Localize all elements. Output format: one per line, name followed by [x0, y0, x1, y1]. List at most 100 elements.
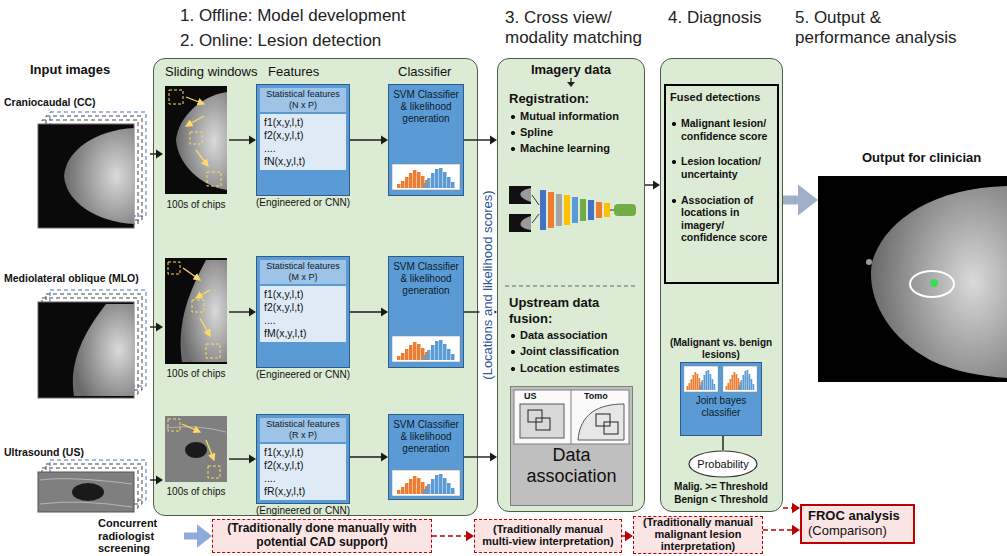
imagery-arrow: [567, 78, 575, 87]
sliding-window-mlo: [206, 344, 220, 358]
connector: [229, 135, 256, 144]
connector: [723, 436, 724, 450]
input-stack-us: [40, 502, 132, 507]
sliding-window-cc: [186, 116, 204, 126]
connector-line: [350, 456, 382, 457]
feature-function: f1(x,y,l,t): [264, 446, 342, 459]
stage-panel: 4. DiagnosisFused detectionsMalignant le…: [660, 58, 783, 512]
feature-header: Statistical features (N x P): [260, 88, 346, 112]
bullet-item: Joint classification: [509, 345, 634, 358]
box-heading: (Malignant vs. benign lesions): [665, 337, 777, 360]
bullet-item: Malignant lesion/ confidence score: [670, 117, 773, 142]
sliding-window-cc: [165, 86, 227, 194]
neural-network-sketch: [556, 194, 562, 226]
sliding-window-us: [208, 466, 220, 478]
feature-function: f2(x,y,l,t): [264, 301, 342, 314]
classifier-label: SVM Classifier & likelihood generation: [392, 89, 460, 125]
connector-line: [350, 311, 382, 312]
feature-note: (Engineered or CNN): [247, 505, 359, 517]
neural-network-sketch: [604, 203, 610, 217]
threshold-rule: Benign < Threshold: [674, 494, 768, 505]
neural-network-sketch: [532, 195, 539, 205]
sliding-window-mlo: [181, 260, 227, 362]
arrow-head: [156, 322, 163, 331]
section-label: Input images: [30, 62, 110, 77]
connector: [464, 452, 497, 461]
neural-network-sketch: [596, 202, 602, 218]
neural-network-sketch: [509, 186, 531, 204]
connector: [350, 452, 388, 461]
neural-network-sketch: [509, 186, 636, 232]
connector: [350, 135, 388, 144]
data-association-sketch: [514, 390, 629, 444]
data-association-sketch: [536, 418, 550, 430]
input-stack-mlo: [38, 302, 134, 398]
arrow-head: [792, 503, 800, 513]
sliding-window-cc: [190, 132, 202, 144]
data-association-sketch: [571, 390, 572, 444]
input-stack-cc: [38, 124, 134, 228]
modality-label: US: [524, 391, 537, 401]
sliding-window-mlo: [192, 300, 204, 312]
ellipse-shape: [689, 451, 757, 477]
stage-heading: 1. Offline: Model development: [180, 6, 480, 26]
data-association-sketch: [528, 410, 542, 422]
sliding-window-us: [206, 440, 214, 460]
feature-function: ....: [264, 472, 342, 485]
stage-heading: 5. Output & performance analysis: [795, 8, 970, 49]
connector-line: [229, 458, 250, 459]
connector-line: [229, 139, 250, 140]
feature-note: (Engineered or CNN): [247, 369, 359, 381]
modality-label: Tomo: [584, 391, 608, 401]
neural-network-sketch: [614, 204, 636, 216]
arrow-head: [490, 135, 497, 144]
manual-step-box: (Traditionally manual multi-view interpr…: [474, 519, 622, 553]
arrow-head: [156, 149, 163, 158]
sliding-window-us: [165, 416, 227, 482]
feature-box: Statistical features (N x P)f1(x,y,l,t)f…: [256, 84, 350, 196]
likelihood-histogram: [392, 164, 460, 190]
bullet-item: Machine learning: [509, 142, 634, 155]
classifier-label: SVM Classifier & likelihood generation: [392, 261, 460, 297]
data-association-sketch: [596, 414, 610, 426]
froc-box: FROC analysis(Comparison): [800, 504, 915, 544]
imagery-arrow: [570, 78, 571, 82]
column-heading: Sliding windows: [165, 64, 265, 80]
neural-network-sketch: [509, 214, 531, 232]
data-association-sketch: [520, 404, 564, 438]
bayes-histogram: [684, 366, 718, 392]
feature-function: ....: [264, 142, 342, 155]
connector-line: [763, 529, 794, 531]
arrow-head: [798, 185, 818, 216]
input-stack-cc: [38, 112, 146, 228]
sliding-window-mlo: [168, 262, 180, 274]
clinician-output-image: [818, 176, 1007, 382]
connector: [184, 524, 212, 548]
view-label: Mediolateral oblique (MLO): [4, 272, 150, 285]
data-association-sketch: [604, 422, 618, 434]
classifier-label: Joint bayes classifier: [683, 395, 759, 418]
clinician-output-image: [930, 279, 938, 287]
view-label: Ultrasound (US): [4, 446, 150, 459]
connector: [229, 454, 256, 463]
chip-count: 100s of chips: [156, 368, 236, 380]
neural-network-sketch: [532, 214, 539, 223]
connector-line: [229, 311, 250, 312]
connector: [432, 531, 474, 541]
connector: [150, 475, 163, 484]
connector-line: [645, 184, 654, 185]
connector-line: [432, 535, 468, 537]
manual-step-box: (Traditionally manual malignant lesion i…: [633, 516, 763, 554]
arrow-head: [653, 180, 660, 189]
neural-network-sketch: [588, 200, 594, 220]
arrow-head: [197, 524, 212, 548]
feature-list: f1(x,y,l,t)f2(x,y,l,t)....fN(x,y,l,t): [260, 114, 346, 171]
feature-list: f1(x,y,l,t)f2(x,y,l,t)....fR(x,y,l,t): [260, 444, 346, 501]
connector: [783, 185, 818, 216]
connector: [622, 531, 633, 541]
bullet-item: Location estimates: [509, 362, 634, 375]
bullet-item: Association of locations in imagery/ con…: [670, 194, 773, 244]
arrow-head: [381, 135, 388, 144]
sliding-window-us: [168, 419, 180, 431]
